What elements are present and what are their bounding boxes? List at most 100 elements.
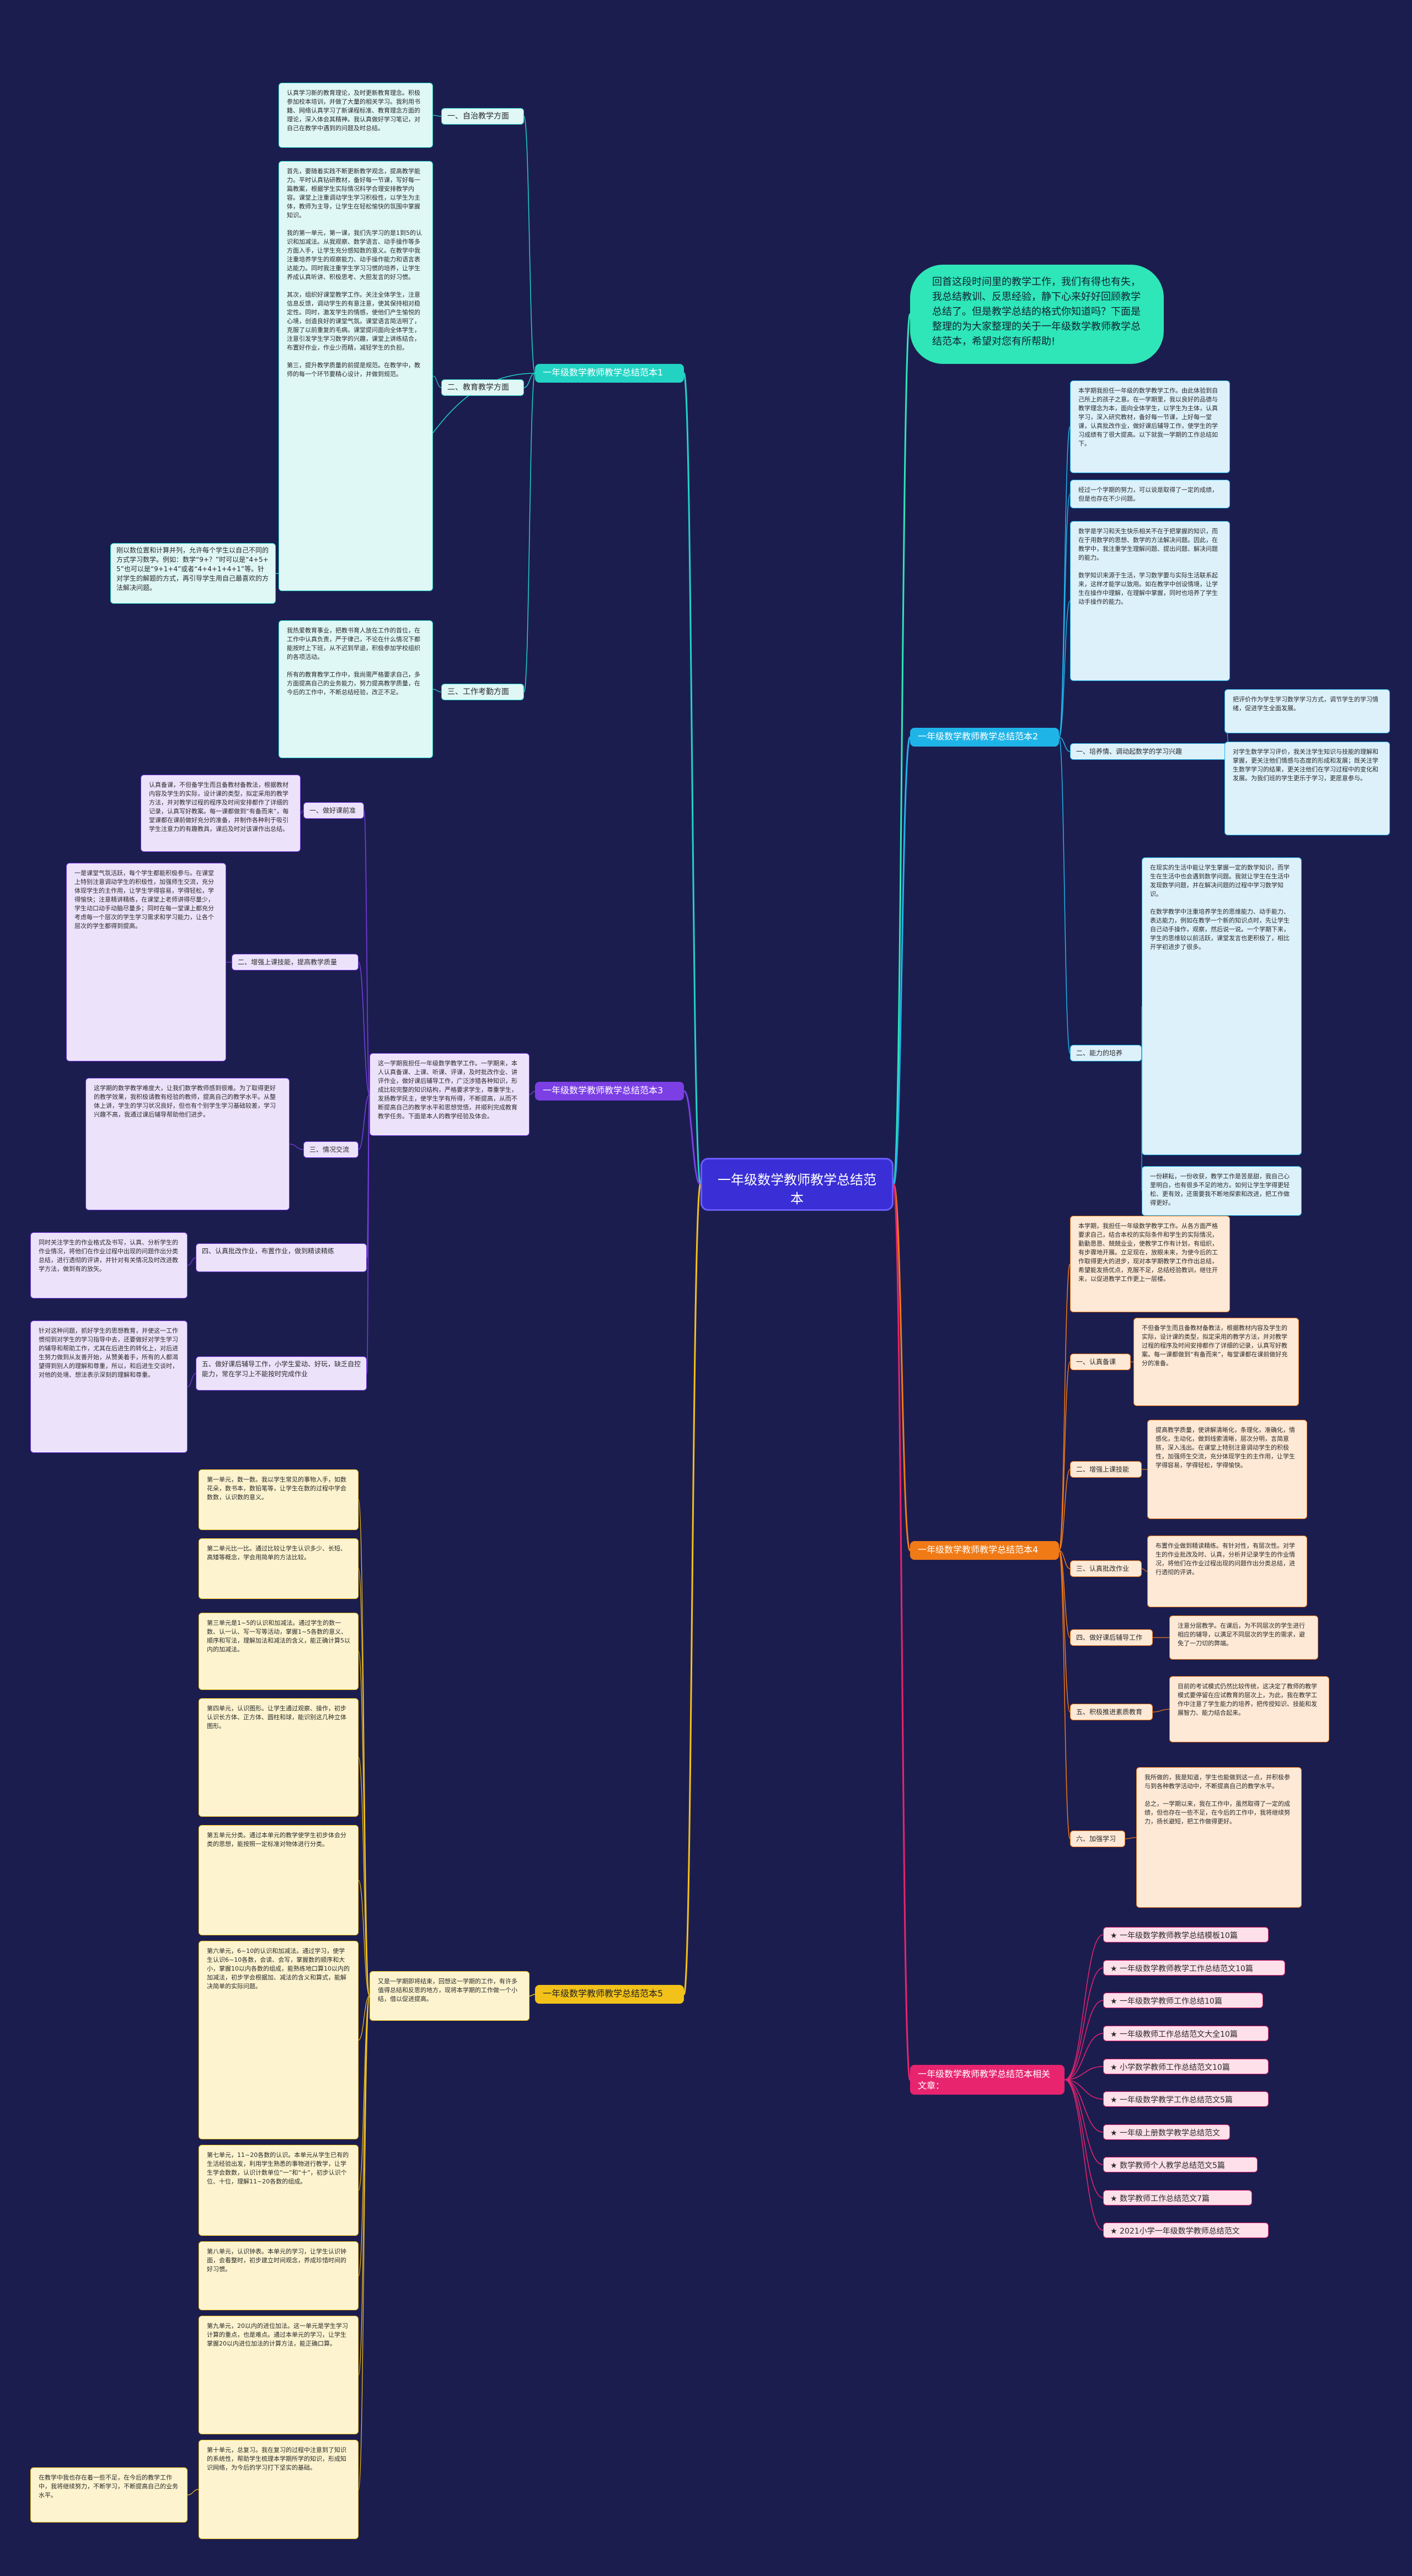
connector-line — [358, 1757, 370, 1997]
b3-sub2-text[interactable]: 一是课堂气氛活跃，每个学生都能积极参与。在课堂上特别注意调动学生的积极性，加强师… — [66, 863, 226, 1061]
related-link[interactable]: ★ 数学教师工作总结范文7篇 — [1103, 2190, 1252, 2205]
b5-item7[interactable]: 第七单元，11~20各数的认识。本单元从学生已有的生活经验出发，利用学生熟悉的事… — [199, 2145, 359, 2236]
b1-sub3-text[interactable]: 我热爱教育事业，把教书育人放在工作的首位，在工作中认真负责，严于律己，不论在什么… — [279, 620, 433, 758]
connector-line — [1058, 493, 1071, 738]
connector-line — [1058, 1550, 1071, 1839]
b5-desc[interactable]: 又是一学期即将结束，回想这一学期的工作，有许多值得总结和反思的地方，现将本学期的… — [370, 1971, 530, 2021]
connector-line — [1058, 737, 1071, 752]
b4-sub6-text[interactable]: 我所做的，我是知道，学生也能做到这一点，并积极参与到各种教学活动中，不断提高自己… — [1136, 1767, 1302, 1908]
b1-sub2-label[interactable]: 二、教育教学方面 — [441, 379, 524, 396]
connector-line — [1058, 1469, 1071, 1551]
b1-sub3-label[interactable]: 三、工作考勤方面 — [441, 684, 524, 700]
b1-sub1-label[interactable]: 一、自治教学方面 — [441, 108, 524, 125]
b5-item2[interactable]: 第二单元比一比。通过比较让学生认识多少、长短、高矮等概念，学会用简单的方法比较。 — [199, 1538, 359, 1599]
connector-line — [432, 375, 442, 388]
branch-1[interactable]: 一年级数学教师教学总结范本1 — [535, 364, 684, 383]
related-link[interactable]: ★ 小学数学教师工作总结范文10篇 — [1103, 2059, 1269, 2074]
b4-sub2-label[interactable]: 二、增强上课技能 — [1070, 1461, 1142, 1478]
b2-sub2-text[interactable]: 在现实的生活中能让学生掌握一定的数学知识，而学生在生活中也会遇到数学问题。我就让… — [1142, 857, 1302, 1155]
b5-item4[interactable]: 第四单元，认识图形。让学生通过观察、操作，初步认识长方体、正方体、圆柱和球，能识… — [199, 1698, 359, 1817]
connector-line — [1058, 600, 1071, 738]
branch-2[interactable]: 一年级数学教师教学总结范本2 — [910, 728, 1059, 747]
b4-sub5-label[interactable]: 五、积极推进素质教育 — [1070, 1704, 1153, 1720]
related-link[interactable]: ★ 一年级数学教学工作总结范文5篇 — [1103, 2091, 1269, 2107]
connector-line — [187, 1373, 196, 1387]
b3-sub5-text[interactable]: 针对这种问题，抓好学生的思想教育，并使这一工作惯彻到对学生的学习指导中去，还要做… — [30, 1321, 188, 1453]
connector-line — [358, 1995, 370, 2191]
branch-6[interactable]: 一年级数学教师教学总结范本相关文章： — [910, 2065, 1065, 2095]
b4-sub2-text[interactable]: 提高教学质量，使讲解清晰化，条理化，准确化，情感化，生动化，做到线索清晰，层次分… — [1147, 1420, 1307, 1519]
b5-item8[interactable]: 第八单元，认识钟表。本单元的学习，让学生认识钟面，会看整时，初步建立时间观念，养… — [199, 2241, 359, 2310]
b4-top-text[interactable]: 本学期，我担任一年级数学教学工作。从各方面严格要求自己，结合本校的实际条件和学生… — [1070, 1216, 1230, 1312]
related-link[interactable]: ★ 一年级数学教师工作总结10篇 — [1103, 1993, 1263, 2008]
b3-sub5-label[interactable]: 五、做好课后辅导工作，小学生爱动、好玩，缺乏自控能力，常在学习上不能按时完成作业 — [196, 1356, 367, 1391]
b3-sub3-label[interactable]: 三、情况交流 — [303, 1141, 359, 1158]
related-link[interactable]: ★ 一年级教师工作总结范文大全10篇 — [1103, 2026, 1269, 2041]
connector-line — [892, 313, 911, 1185]
b3-sub2-label[interactable]: 二、增强上课技能，提高教学质量 — [232, 954, 359, 970]
b3-sub1-text[interactable]: 认真备课，不但备学生而且备教材备教法，根据教材内容及学生的实际，设计课的类型，拟… — [141, 775, 301, 852]
b4-sub1-text[interactable]: 不但备学生而且备教材备教法，根据教材内容及学生的实际，设计课的类型，拟定采用的教… — [1133, 1318, 1299, 1406]
b4-sub4-label[interactable]: 四、做好课后辅导工作 — [1070, 1629, 1153, 1646]
b2-sub1-text[interactable]: 把评价作为学生学习数学学习方式，调节学生的学习情绪，促进学生全面发展。 — [1224, 689, 1390, 733]
b1-sub2-text[interactable]: 首先，要随着实践不断更新教学观念，提高教学能力。平时认真钻研教材，备好每一节课，… — [279, 161, 433, 591]
intro-bubble[interactable]: 回首这段时间里的教学工作，我们有得也有失，我总结教训、反思经验，静下心来好好回顾… — [910, 265, 1164, 364]
connector-line — [892, 736, 911, 1185]
connector-line — [523, 116, 536, 374]
b4-sub3-label[interactable]: 三、认真批改作业 — [1070, 1560, 1142, 1577]
b4-sub4-text[interactable]: 注意分层教学。在课后，为不同层次的学生进行相应的辅导，以满足不同层次的学生的需求… — [1169, 1616, 1318, 1660]
connector-line — [432, 115, 442, 117]
connector-line — [1058, 1550, 1071, 1569]
connector-line — [523, 373, 536, 388]
connector-line — [683, 1183, 702, 1995]
branch-5[interactable]: 一年级数学教师教学总结范本5 — [535, 1985, 684, 2004]
connector-line — [1152, 1709, 1170, 1713]
b4-sub5-text[interactable]: 目前的考试模式仍然比较传统，这决定了教师的教学模式要停留在应试教育的层次上，为此… — [1169, 1676, 1329, 1742]
b5-bottom-text[interactable]: 在教学中我也存在着一些不足，在今后的教学工作中，我将继续努力，不断学习，不断提高… — [30, 2467, 188, 2523]
b4-sub6-label[interactable]: 六、加强学习 — [1070, 1831, 1125, 1847]
b3-sub3-text[interactable]: 这学期的数学教学难度大，让我们数学教师感到很难。为了取得更好的教学效果，我积极请… — [85, 1078, 290, 1210]
b4-sub1-label[interactable]: 一、认真备课 — [1070, 1354, 1131, 1370]
b5-item9[interactable]: 第九单元，20以内的进位加法。这一单元是学生学习计算的重点，也是难点。通过本单元… — [199, 2316, 359, 2434]
connector-line — [363, 810, 370, 1095]
b3-sub1-label[interactable]: 一、做好课前准备 — [303, 802, 364, 819]
connector-line — [529, 1091, 536, 1095]
b5-item6[interactable]: 第六单元，6~10的认识和加减法。通过学习，使学生认识6~10各数，会读、会写，… — [199, 1941, 359, 2139]
root-topic[interactable]: 一年级数学教师教学总结范本 — [700, 1158, 894, 1211]
related-link[interactable]: ★ 2021小学一年级数学教师总结范文 — [1103, 2223, 1269, 2238]
b3-sub4-label[interactable]: 四、认真批改作业，布置作业，做到精读精练 — [196, 1243, 367, 1272]
b2-sub1-label[interactable]: 一、培养情、调动起数学的学习兴趣 — [1070, 743, 1230, 760]
b5-item1[interactable]: 第一单元，数一数。我以学生常见的事物入手，如数花朵，数书本，数铅笔等，让学生在数… — [199, 1469, 359, 1530]
related-link[interactable]: ★ 一年级上册数学教学总结范文 — [1103, 2124, 1230, 2140]
b2-top-text[interactable]: 本学期我担任一年级的数学教学工作。由此体验到自己所上的孩子之意。在一学期里，我以… — [1070, 380, 1230, 473]
b2-bottom-text[interactable]: 一份耕耘，一份收获，教学工作是苦是甜，我自己心里明白，也有很多不足的地方。如何让… — [1142, 1166, 1302, 1216]
connector-line — [1141, 1568, 1148, 1572]
b2-item4[interactable]: 对学生数学学习评价，我关注学生知识与技能的理解和掌握，更关注他们情感与态度的形成… — [1224, 742, 1390, 835]
connector-line — [1058, 1550, 1071, 1638]
connector-line — [300, 810, 304, 814]
related-link[interactable]: ★ 一年级数学教师教学总结模板10篇 — [1103, 1927, 1269, 1942]
b4-sub3-text[interactable]: 布置作业做到精读精练。有针对性，有层次性。对学生的作业批改及时、认真，分析并记录… — [1147, 1536, 1307, 1607]
b1-sub1-text[interactable]: 认真学习新的教育理论，及时更新教育理念。积极参加校本培训，并做了大量的相关学习。… — [279, 83, 433, 148]
b5-item10[interactable]: 第十单元，总复习。我在复习的过程中注意到了知识的系统性，帮助学生梳理本学期所学的… — [199, 2440, 359, 2539]
b2-item1[interactable]: 经过一个学期的努力，可以说是取得了一定的成绩，但是也存在不少问题。 — [1070, 480, 1230, 508]
b5-item5[interactable]: 第五单元分类。通过本单元的教学使学生初步体会分类的思想，能按照一定标准对物体进行… — [199, 1825, 359, 1935]
b3-desc[interactable]: 这一学期我担任一年级数学教学工作。一学期来，本人认真备课、上课、听课、评课，及时… — [370, 1053, 530, 1136]
connector-line — [683, 1090, 702, 1185]
b5-item3[interactable]: 第三单元是1~5的认识和加减法。通过学生的数一数、认一认、写一写等活动，掌握1~… — [199, 1613, 359, 1690]
b2-item2[interactable]: 数学是学习和天生快乐相关不在于把掌握的知识，而在于用数学的思想、数学的方法解决问… — [1070, 521, 1230, 681]
branch-3[interactable]: 一年级数学教师教学总结范本3 — [535, 1082, 684, 1101]
connector-line — [1058, 1361, 1071, 1551]
b2-sub2-label[interactable]: 二、能力的培养 — [1070, 1045, 1142, 1061]
connector-line — [1058, 1550, 1071, 1713]
connector-line — [683, 372, 702, 1185]
related-link[interactable]: ★ 一年级数学教师教学工作总结范文10篇 — [1103, 1960, 1285, 1976]
connector-line — [358, 1651, 370, 1997]
branch-4[interactable]: 一年级数学教师教学总结范本4 — [910, 1541, 1059, 1560]
b1-intro-note[interactable]: 刚以数位置和计算并列，允许每个学生以自己不同的方式学习数学。例如：数学“9+？”… — [110, 543, 276, 604]
related-link[interactable]: ★ 数学教师个人教学总结范文5篇 — [1103, 2157, 1258, 2172]
connector-line — [1064, 2079, 1104, 2100]
b3-sub4-text[interactable]: 同时关注学生的作业格式及书写，认真、分析学生的作业情况，将他们在作业过程中出现的… — [30, 1232, 188, 1298]
connector-line — [529, 1994, 536, 1997]
